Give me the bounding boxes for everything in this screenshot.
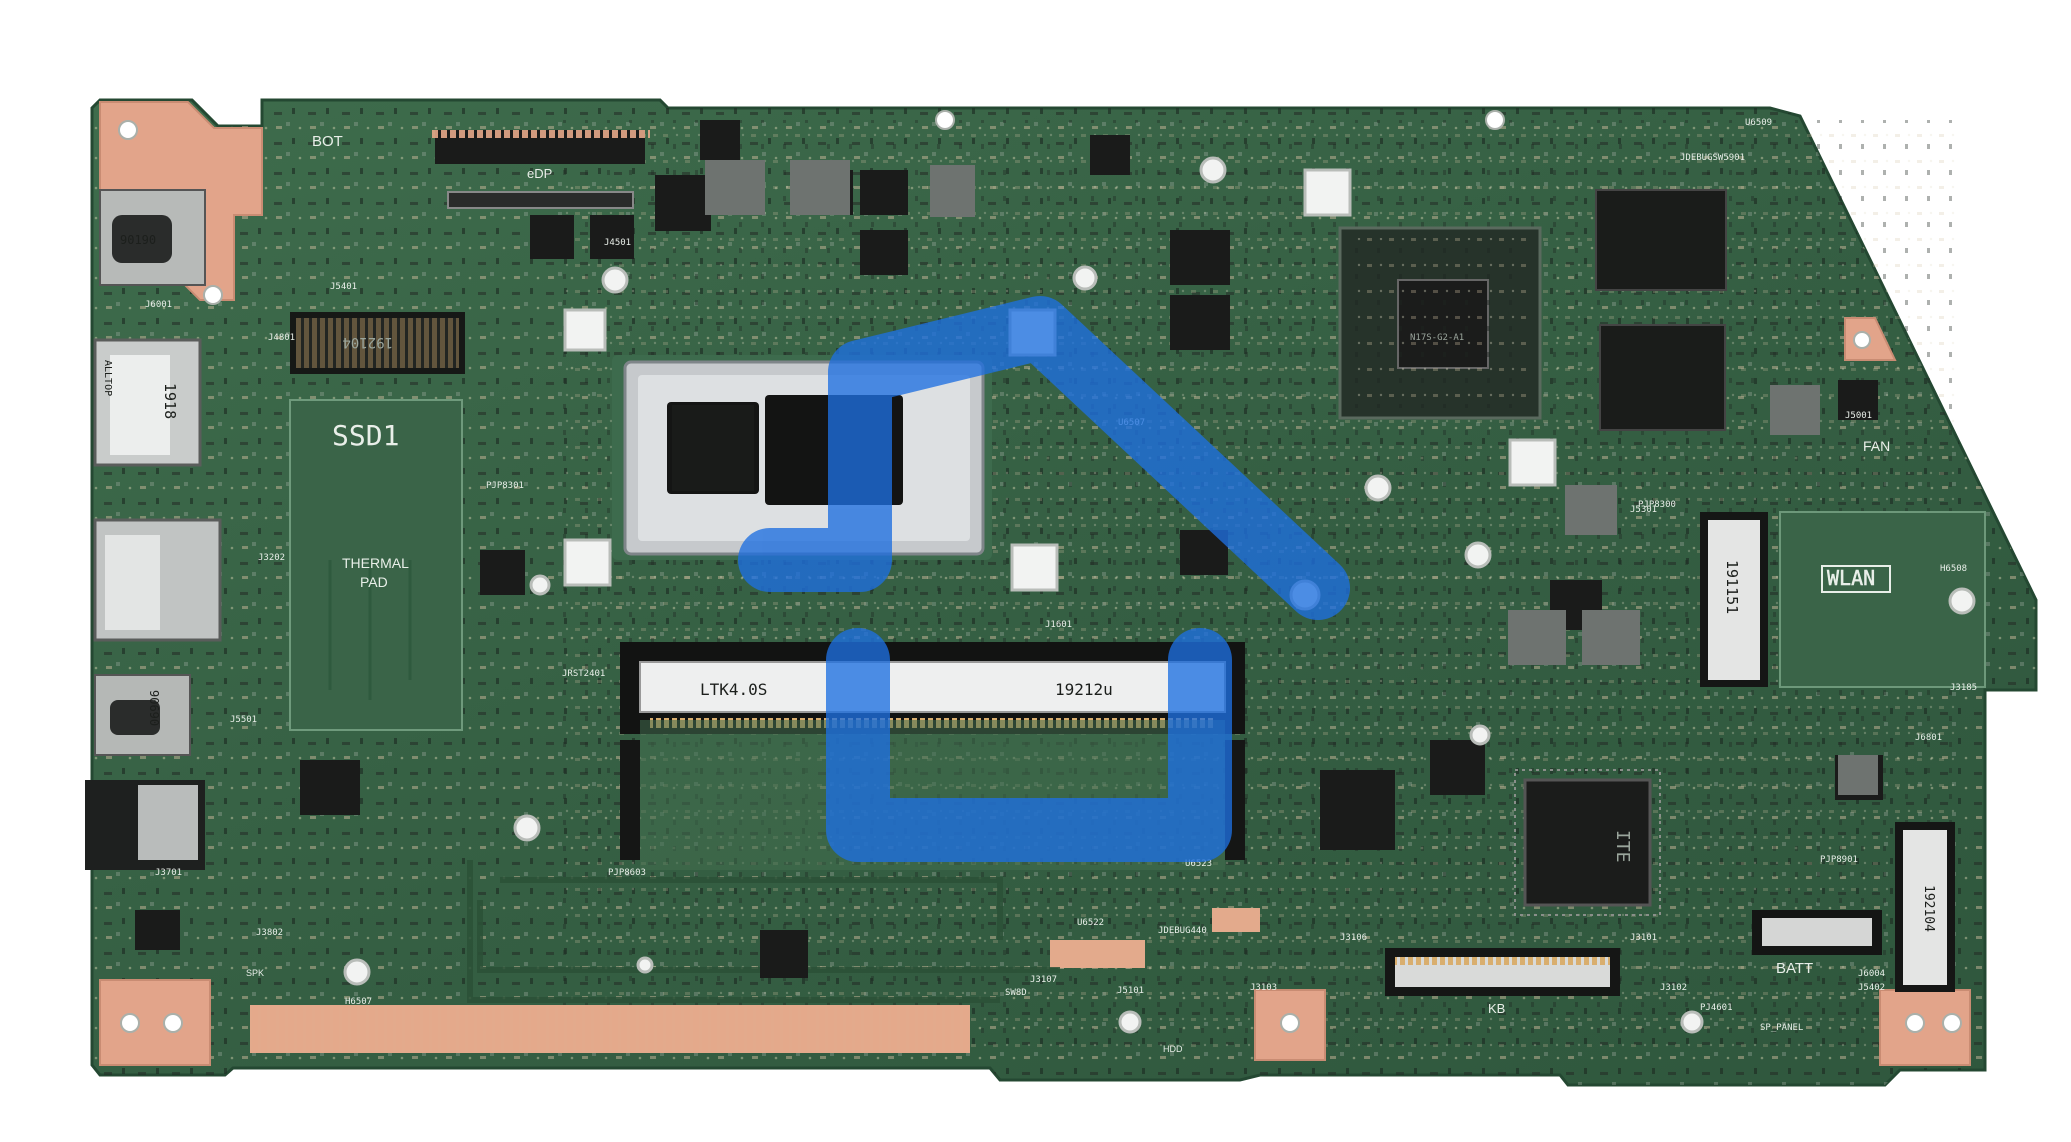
bottom-copper-strip — [250, 908, 1260, 1053]
watermark-base — [826, 628, 1232, 862]
refdes-j3802: J3802 — [256, 928, 283, 938]
spk-label: SPK — [246, 968, 264, 978]
refdes-pjp8603: PJP8603 — [608, 868, 646, 878]
watermark-roof — [738, 296, 1350, 620]
refdes-pjp8300: PJP8300 — [1638, 500, 1676, 510]
refdes-j3102: J3102 — [1660, 983, 1687, 993]
refdes-pjp8301: PJP8301 — [486, 481, 524, 491]
edp-label: eDP — [527, 166, 552, 181]
ram-sodimm-slot — [620, 642, 1245, 870]
battery-connector — [1752, 910, 1882, 955]
refdes-j3107: J3107 — [1030, 975, 1057, 985]
m2-ssd2-slot — [1895, 822, 1955, 992]
refdes-j3103: J3103 — [1250, 983, 1277, 993]
ssd1-area — [289, 399, 463, 731]
refdes-u6522: U6522 — [1077, 918, 1104, 928]
usb-c2-mark: 90690 — [147, 690, 161, 726]
refdes-j4801: J4801 — [268, 333, 295, 343]
edp-connector — [430, 130, 650, 209]
refdes-j6001: J6001 — [145, 300, 172, 310]
refdes-j6801: J6801 — [1915, 733, 1942, 743]
refdes-u6509: U6509 — [1745, 118, 1772, 128]
refdes-j1601: J1601 — [1045, 620, 1072, 630]
refdes-j5001: J5001 — [1845, 411, 1872, 421]
refdes-j3101: J3101 — [1630, 933, 1657, 943]
refdes-jrst2401: JRST2401 — [562, 669, 605, 679]
ec-chip — [1514, 769, 1661, 916]
refdes-pj4601: PJ4601 — [1700, 1003, 1733, 1013]
refdes-j3202: J3202 — [258, 553, 285, 563]
kb-label: KB — [1488, 1001, 1505, 1016]
refdes-j5401: J5401 — [330, 282, 357, 292]
wlan-m2-slot — [1700, 511, 1986, 688]
refdes-u6523: U6523 — [1185, 859, 1212, 869]
vram-chips — [1595, 189, 1727, 431]
ram-slot-right-mark: 19212u — [1055, 680, 1113, 699]
left-edge-ports — [85, 189, 222, 870]
refdes-jdebug: JDEBUGSW5901 — [1680, 153, 1745, 163]
wlan-label: WLAN — [1827, 566, 1875, 590]
thermal-pad-label-2: PAD — [360, 574, 388, 590]
usb-a-brand: ALLTOP — [102, 360, 113, 396]
wlan-slot-mark: 191151 — [1723, 560, 1741, 614]
scattered-components — [135, 120, 1883, 978]
home-logo-icon — [738, 296, 1350, 862]
refdes-j3701: J3701 — [155, 868, 182, 878]
ram-slot-left-mark: LTK4.0S — [700, 680, 767, 699]
bot-label: BOT — [312, 133, 343, 150]
refdes-j3106: J3106 — [1340, 933, 1367, 943]
corner-copper-pads — [99, 101, 1971, 1066]
refdes-sp-panel: SP_PANEL — [1760, 1023, 1803, 1033]
m2-ssd-slot — [290, 312, 465, 374]
refdes-h6507: H6507 — [345, 997, 372, 1007]
refdes-j4501: J4501 — [604, 238, 631, 248]
usb-a-mark: 1918 — [161, 383, 179, 419]
refdes-j3185: J3185 — [1950, 683, 1977, 693]
refdes-sw8d: SW8D — [1005, 988, 1027, 998]
fan-label: FAN — [1863, 438, 1890, 454]
refdes-h6508: H6508 — [1940, 564, 1967, 574]
refdes-j5402: J5402 — [1858, 983, 1885, 993]
batt-label: BATT — [1776, 960, 1813, 977]
ssd-slot-mark: 192104 — [342, 334, 393, 350]
mounting-holes — [343, 156, 1976, 1034]
refdes-j6004: J6004 — [1858, 969, 1885, 979]
ec-mark: ITE — [1612, 830, 1633, 863]
refdes-jdebug440: JDEBUG440 — [1158, 926, 1207, 936]
hdd-label: HDD — [1163, 1044, 1183, 1054]
thermal-pad-label-1: THERMAL — [342, 555, 409, 571]
ssd1-label: SSD1 — [332, 419, 399, 452]
ssd2-slot-mark: 192104 — [1921, 885, 1936, 932]
usb-c-mark: 90190 — [120, 233, 156, 247]
keyboard-connector — [1385, 948, 1620, 996]
refdes-j5301: J5301 — [1630, 505, 1657, 515]
gpu-package — [1338, 226, 1542, 420]
refdes-pjp8901: PJP8901 — [1820, 855, 1858, 865]
refdes-j5101: J5101 — [1117, 986, 1144, 996]
gpu-mark: N17S-G2-A1 — [1410, 333, 1464, 343]
refdes-j5501: J5501 — [230, 715, 257, 725]
